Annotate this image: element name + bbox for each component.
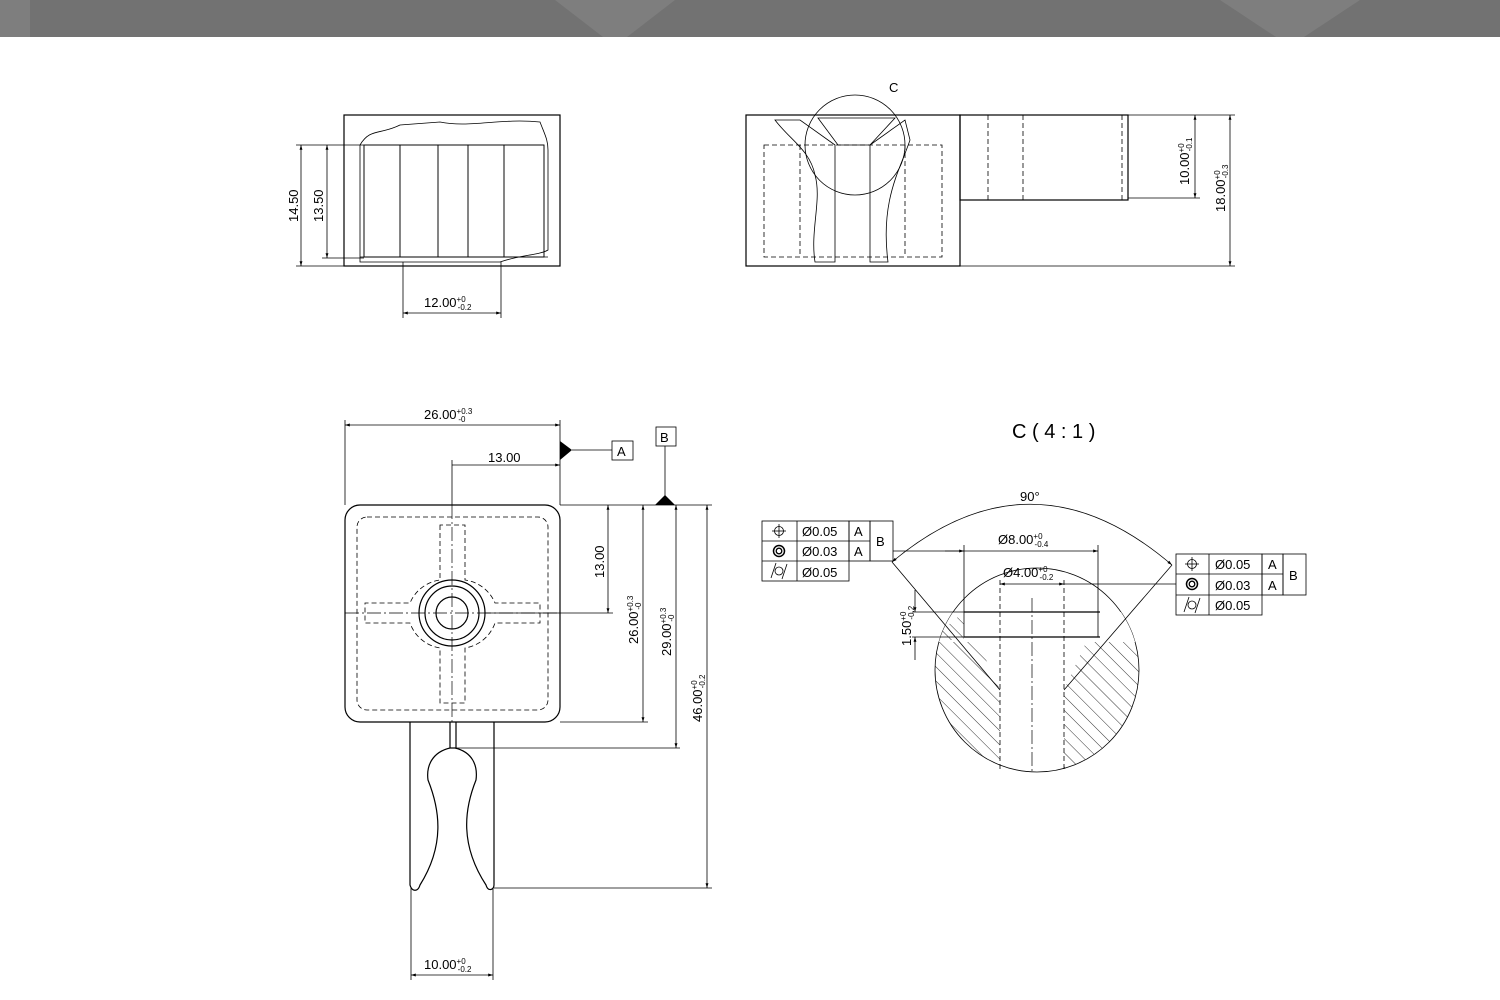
fcf-value: Ø0.03 — [802, 544, 837, 559]
dim-hole: Ø4.00+0-0.2 — [1003, 565, 1054, 582]
view-top-left: 14.50 13.50 12.00+0-0.2 — [286, 114, 561, 318]
feature-control-frame-left: Ø0.05 A Ø0.03 A Ø0.05 B — [761, 520, 894, 582]
dim-height-inner: 13.50 — [311, 189, 326, 222]
concentricity-icon — [1185, 577, 1199, 591]
fcf-datum: A — [854, 544, 863, 559]
cylindricity-icon — [770, 562, 788, 580]
dim-counterbore: Ø8.00+0-0.4 — [998, 532, 1049, 549]
datum-b: B — [660, 430, 669, 445]
dim-angle: 90° — [1020, 489, 1040, 504]
fcf-datum: A — [1268, 578, 1277, 593]
dim-width: 12.00+0-0.2 — [424, 295, 472, 312]
cylindricity-icon — [1183, 596, 1201, 614]
position-icon — [1185, 557, 1199, 571]
fcf-value: Ø0.05 — [802, 565, 837, 580]
fcf-datum: A — [1268, 557, 1277, 572]
view-top-right: 10.00+0-0.1 18.00+0-0.3 — [745, 94, 1235, 267]
dim-step: 10.00+0-0.1 — [1177, 137, 1194, 185]
dim-slot-height: 29.00+0.3-0 — [659, 607, 676, 656]
banner-facet — [0, 0, 30, 37]
fcf-datum: A — [854, 524, 863, 539]
dim-height-outer: 14.50 — [286, 189, 301, 222]
fcf-datum-b: B — [876, 534, 885, 549]
concentricity-icon — [772, 544, 786, 558]
dim-half-height: 13.00 — [592, 545, 607, 578]
dim-depth: 1.50+0-0.2 — [899, 605, 916, 646]
fcf-value: Ø0.05 — [1215, 557, 1250, 572]
fcf-value: Ø0.05 — [1215, 598, 1250, 613]
dim-tab-width: 10.00+0-0.2 — [424, 957, 472, 974]
position-icon — [772, 524, 786, 538]
dim-width: 26.00+0.3-0 — [424, 407, 473, 424]
detail-title: C ( 4 : 1 ) — [1012, 421, 1095, 443]
fcf-value: Ø0.05 — [802, 524, 837, 539]
fcf-value: Ø0.03 — [1215, 578, 1250, 593]
view-front: 26.00+0.3-0 13.00 A B 13.00 26.00+0.3-0 … — [344, 407, 712, 980]
detail-view-c: C ( 4 : 1 ) 90° Ø8.00+0-0.4 Ø4.00+0-0.2 … — [761, 421, 1307, 773]
fcf-datum-b: B — [1289, 568, 1298, 583]
datum-a: A — [617, 444, 626, 459]
dim-total-height: 46.00+0-0.2 — [690, 674, 707, 722]
dim-body-height: 26.00+0.3-0 — [626, 595, 643, 644]
section-label: C — [889, 80, 898, 95]
top-banner — [0, 0, 1500, 37]
dim-half-width: 13.00 — [488, 450, 521, 465]
feature-control-frame-right: Ø0.05 A Ø0.03 A Ø0.05 B — [1175, 553, 1307, 616]
dim-height: 18.00+0-0.3 — [1213, 164, 1230, 212]
